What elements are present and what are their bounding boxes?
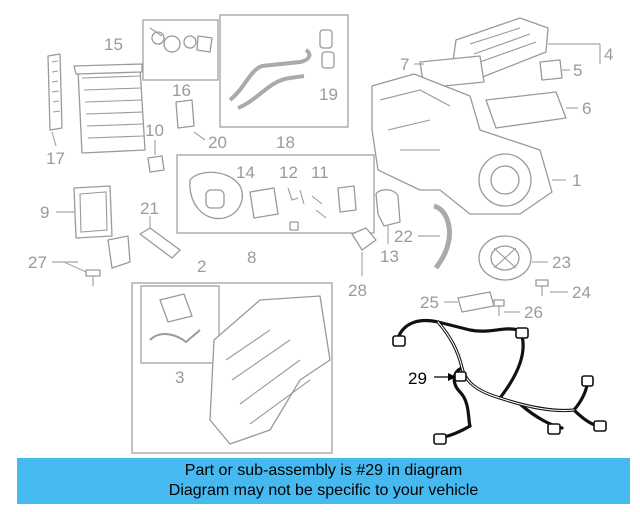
screw-bracket-part: [85, 235, 131, 286]
callout-25: 25: [420, 293, 439, 312]
mount-part: [351, 227, 377, 251]
callout-24: 24: [572, 283, 591, 302]
callout-3: 3: [175, 368, 184, 387]
evaporator-core-part: [73, 63, 146, 154]
callout-18: 18: [276, 133, 295, 152]
callout-19: 19: [319, 85, 338, 104]
callout-13: 13: [380, 247, 399, 266]
callout-21: 21: [140, 199, 159, 218]
group-box-8: [176, 154, 375, 234]
filter-frame-part: [73, 185, 113, 239]
callout-23: 23: [552, 253, 571, 272]
drain-hose-part: [432, 203, 452, 270]
clip-set-part: [287, 187, 327, 231]
small-screw-part: [493, 299, 505, 316]
callout-15: 15: [104, 35, 123, 54]
callout-14: 14: [236, 163, 255, 182]
callout-9: 9: [40, 203, 49, 222]
group-box-2: [131, 282, 333, 454]
callout-29-arrow: [434, 373, 456, 381]
callout-6: 6: [582, 99, 591, 118]
actuator-motor-part: [249, 187, 279, 219]
wiring-harness-part: [392, 318, 607, 445]
pipe-fittings-part: [319, 29, 335, 69]
callout-1: 1: [572, 171, 581, 190]
cabin-filter-part: [485, 91, 567, 129]
callout-22: 22: [394, 227, 413, 246]
bracket-part: [175, 99, 195, 129]
banner-line-1: Part or sub-assembly is #29 in diagram: [184, 462, 463, 479]
callout-29: 29: [408, 369, 427, 388]
callout-4: 4: [604, 45, 613, 64]
blower-motor-part: [478, 235, 532, 281]
refrigerant-pipe-part: [228, 48, 312, 110]
screw-part: [535, 279, 549, 296]
hvac-housing-part: [371, 73, 553, 215]
group-box-16: [142, 19, 219, 81]
servo-part: [539, 59, 563, 81]
blend-door-part: [189, 171, 243, 220]
actuator-part: [139, 227, 181, 259]
callout-2: 2: [197, 257, 206, 276]
o-ring-kit-part: [149, 27, 213, 53]
sensor-part: [147, 155, 165, 173]
duct-part: [375, 189, 401, 227]
callout-27: 27: [28, 253, 47, 272]
callout-5: 5: [573, 61, 582, 80]
callout-28: 28: [348, 281, 367, 300]
info-banner: Part or sub-assembly is #29 in diagram D…: [17, 458, 630, 504]
callout-11: 11: [311, 163, 329, 182]
callout-16: 16: [172, 81, 191, 100]
callout-7: 7: [400, 55, 409, 74]
callout-12: 12: [279, 163, 298, 182]
resistor-housing-part: [457, 291, 495, 313]
callout-8: 8: [247, 248, 256, 267]
callout-10: 10: [145, 121, 164, 140]
group-box-3: [140, 285, 220, 364]
lower-housing-part: [209, 295, 331, 445]
callout-17: 17: [46, 149, 65, 168]
callout-20: 20: [208, 133, 227, 152]
banner-line-2: Diagram may not be specific to your vehi…: [168, 482, 479, 499]
seal-strip-part: [47, 53, 63, 131]
group-box-18: [219, 14, 349, 128]
callout-26: 26: [524, 303, 543, 322]
resistor-part: [337, 185, 357, 213]
linkage-part: [149, 293, 201, 344]
